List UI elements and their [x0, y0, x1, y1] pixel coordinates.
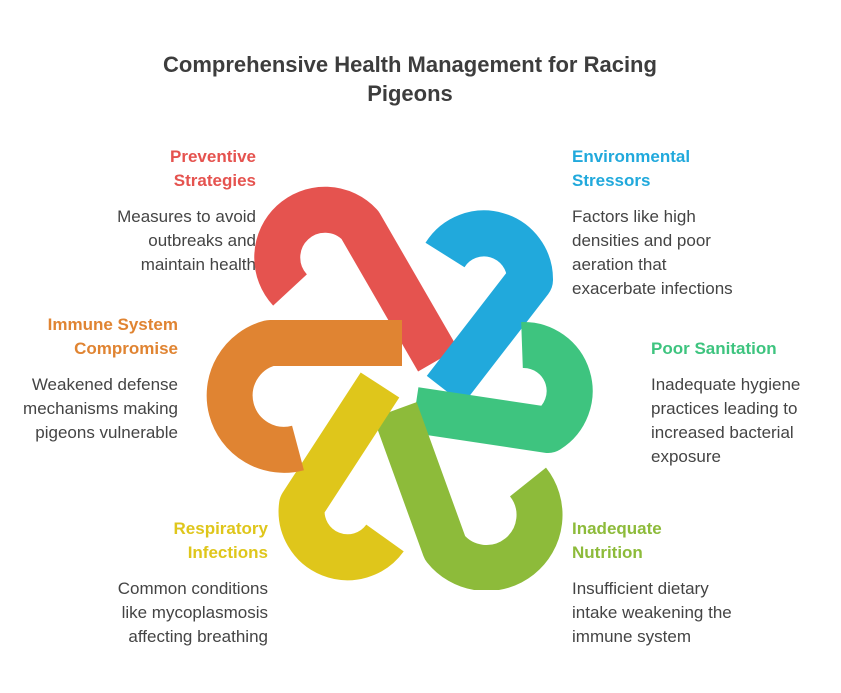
desc-nutrition: Insufficient dietary intake weakening th… — [572, 579, 732, 646]
desc-respiratory: Common conditions like mycoplasmosis aff… — [117, 579, 268, 646]
heading-sanitation: Poor Sanitation — [651, 339, 777, 358]
block-respiratory: Respiratory Infections Common conditions… — [88, 517, 268, 649]
block-sanitation: Poor Sanitation Inadequate hygiene pract… — [651, 337, 831, 469]
block-immune: Immune System Compromise Weakened defens… — [18, 313, 178, 445]
block-environmental: Environmental Stressors Factors like hig… — [572, 145, 752, 301]
heading-nutrition: Inadequate Nutrition — [572, 519, 662, 562]
desc-environmental: Factors like high densities and poor aer… — [572, 207, 733, 298]
desc-immune: Weakened defense mechanisms making pigeo… — [23, 375, 178, 442]
heading-environmental: Environmental Stressors — [572, 147, 691, 190]
diagram-title: Comprehensive Health Management for Raci… — [163, 52, 657, 106]
block-preventive: Preventive Strategies Measures to avoid … — [40, 145, 256, 277]
heading-immune: Immune System Compromise — [47, 315, 178, 358]
loop-sanitation — [411, 322, 593, 453]
heading-preventive: Preventive Strategies — [170, 147, 256, 190]
block-nutrition: Inadequate Nutrition Insufficient dietar… — [572, 517, 752, 649]
loop-nutrition — [373, 402, 563, 590]
desc-sanitation: Inadequate hygiene practices leading to … — [651, 375, 801, 466]
heading-respiratory: Respiratory Infections — [173, 519, 268, 562]
loop-environmental — [425, 210, 553, 405]
desc-preventive: Measures to avoid outbreaks and maintain… — [117, 207, 256, 274]
interlocking-loops-diagram — [206, 186, 593, 590]
loop-immune — [206, 320, 402, 473]
loop-preventive — [254, 186, 458, 372]
loop-respiratory — [278, 372, 404, 581]
